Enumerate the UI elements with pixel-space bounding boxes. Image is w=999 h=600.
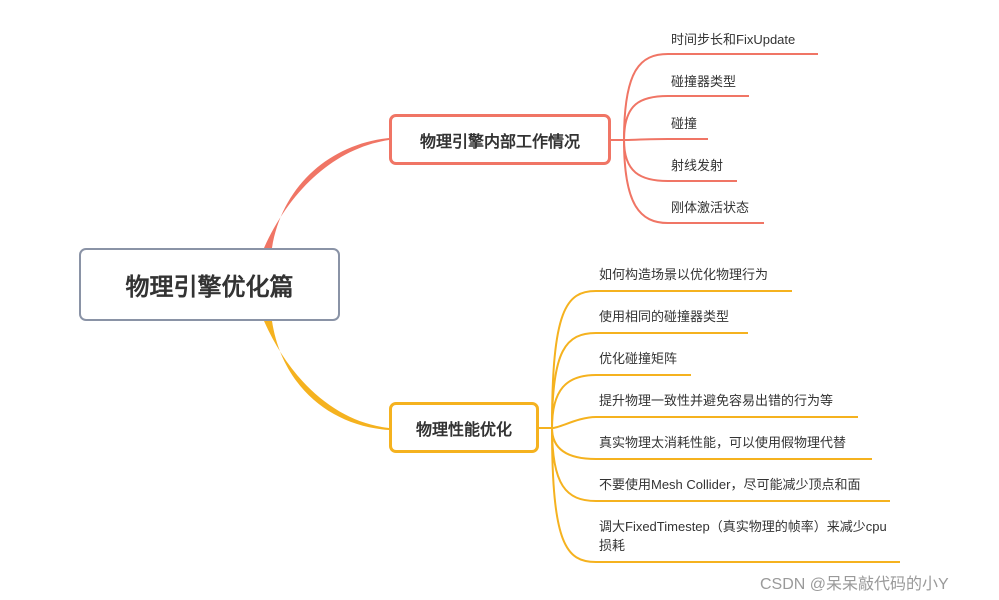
leaf-topic[interactable]: 优化碰撞矩阵 — [599, 351, 678, 366]
branch-1-leaf-5-line — [623, 139, 764, 224]
root-topic[interactable]: 物理引擎优化篇 — [79, 248, 340, 321]
leaf-topic[interactable]: 碰撞器类型 — [671, 74, 737, 89]
branch-1-leaf-1-line — [623, 53, 818, 141]
leaf-topic[interactable]: 调大FixedTimestep（真实物理的帧率）来减少cpu损耗 — [599, 519, 887, 553]
branch-2-leaf-4-line — [551, 416, 858, 429]
branch-2-leaf-2-line — [551, 332, 748, 429]
leaf-topic[interactable]: 提升物理一致性并避免容易出错的行为等 — [599, 393, 834, 408]
leaf-topic[interactable]: 真实物理太消耗性能，可以使用假物理代替 — [599, 435, 847, 450]
root-to-branch-2-connector — [264, 321, 389, 430]
branch-2-leaf-3-line — [551, 374, 691, 429]
leaf-topic[interactable]: 使用相同的碰撞器类型 — [599, 309, 730, 324]
leaf-topic[interactable]: 如何构造场景以优化物理行为 — [599, 267, 769, 282]
leaf-topic[interactable]: 碰撞 — [671, 116, 698, 131]
branch-topic-internal-workings[interactable]: 物理引擎内部工作情况 — [389, 114, 611, 165]
leaf-topic[interactable]: 时间步长和FixUpdate — [671, 32, 796, 47]
leaf-topic[interactable]: 不要使用Mesh Collider，尽可能减少顶点和面 — [599, 477, 861, 492]
root-to-branch-1-connector — [264, 138, 389, 248]
branch-1-leaf-3-line — [623, 138, 708, 141]
leaf-topic[interactable]: 射线发射 — [671, 158, 724, 173]
watermark: CSDN @呆呆敲代码的小Y — [760, 576, 949, 593]
branch-topic-performance-optimization[interactable]: 物理性能优化 — [389, 402, 539, 453]
branch-1-leaf-2-line — [623, 95, 749, 141]
branch-2-leaf-7-line — [551, 427, 900, 563]
leaf-topic[interactable]: 刚体激活状态 — [671, 200, 750, 215]
branch-2-leaf-1-line — [551, 290, 792, 429]
